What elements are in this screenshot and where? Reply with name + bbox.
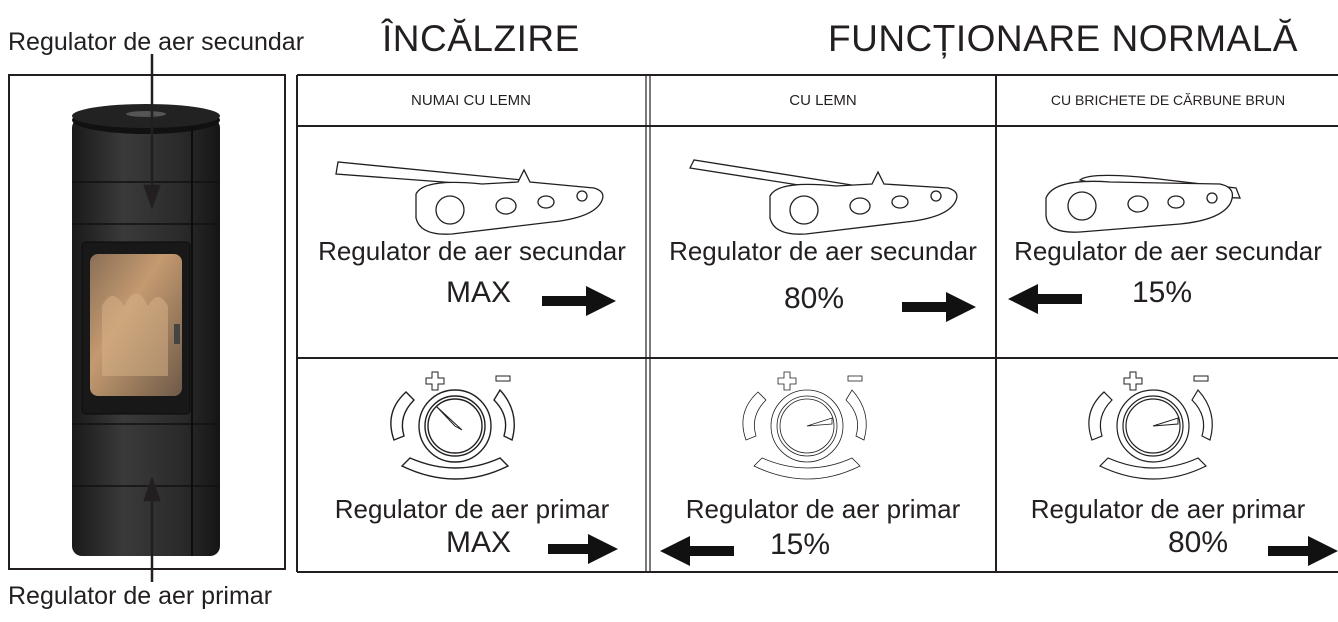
- stove-frame: [8, 74, 286, 570]
- primary-air-label: Regulator de aer primar: [8, 582, 273, 610]
- primary-value: MAX: [446, 526, 512, 559]
- primary-value: 80%: [1168, 526, 1229, 559]
- secondary-air-label: Regulator de aer secundar: [8, 28, 305, 56]
- table-lines: [296, 74, 1338, 573]
- stove-image: [72, 104, 220, 556]
- secondary-value: 80%: [784, 282, 845, 315]
- heating-heading: ÎNCĂLZIRE: [382, 18, 580, 59]
- primary-air-dial-icon: [390, 371, 515, 480]
- arrow-icon: [902, 292, 976, 322]
- secondary-regulator-label: Regulator de aer secundar: [318, 236, 626, 266]
- primary-air-dial-icon: [1088, 371, 1213, 480]
- arrow-icon: [1008, 284, 1082, 314]
- column-title-numai-cu-lemn: NUMAI CU LEMN: [410, 91, 531, 109]
- normal-operation-heading: FUNCȚIONARE NORMALĂ: [828, 18, 1298, 59]
- primary-value: 15%: [770, 528, 831, 561]
- secondary-regulator-label: Regulator de aer secundar: [669, 236, 977, 266]
- arrow-icon: [1268, 536, 1338, 566]
- primary-regulator-label: Regulator de aer primar: [1030, 494, 1306, 524]
- settings-table: NUMAI CU LEMN Regulator de aer secundar …: [296, 74, 1338, 574]
- secondary-regulator-label: Regulator de aer secundar: [1014, 236, 1322, 266]
- arrow-icon: [542, 286, 616, 316]
- primary-regulator-label: Regulator de aer primar: [334, 494, 610, 524]
- secondary-value: 15%: [1132, 276, 1193, 309]
- primary-regulator-label: Regulator de aer primar: [685, 494, 961, 524]
- secondary-value: MAX: [446, 276, 512, 309]
- secondary-air-lever-icon: [335, 161, 604, 235]
- column-title-brichete: CU BRICHETE DE CĂRBUNE BRUN: [1050, 92, 1286, 108]
- secondary-air-lever-icon: [1045, 174, 1241, 233]
- column-title-cu-lemn: CU LEMN: [789, 91, 857, 109]
- primary-air-dial-icon: [742, 371, 867, 480]
- arrow-icon: [548, 534, 618, 564]
- secondary-air-lever-icon: [689, 159, 958, 235]
- arrow-icon: [660, 536, 734, 566]
